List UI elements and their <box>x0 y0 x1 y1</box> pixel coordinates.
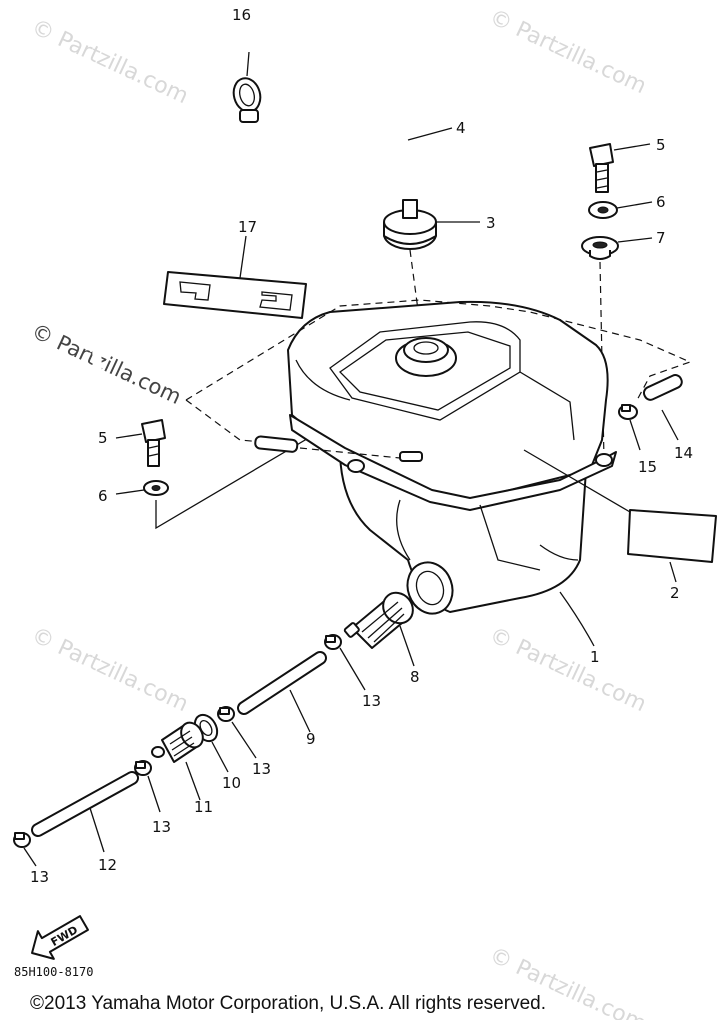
callout-7: 7 <box>656 229 666 247</box>
assembly-outline <box>185 399 263 443</box>
assembly-outline <box>299 447 401 459</box>
callout-3: 3 <box>486 214 496 232</box>
callout-13-mid: 13 <box>252 760 271 778</box>
clamp-13-lower <box>134 760 161 813</box>
callout-labels: 16 4 5 6 3 17 7 5 14 15 6 2 1 8 13 9 13 … <box>30 6 693 886</box>
callout-8: 8 <box>410 668 420 686</box>
callout-13-bottom: 13 <box>30 868 49 886</box>
callout-12: 12 <box>98 856 117 874</box>
pad-2 <box>523 449 717 583</box>
fuel-cock-11 <box>151 721 204 801</box>
watermark: © Partzilla.com <box>28 319 185 409</box>
short-hose <box>254 435 299 453</box>
assembly-outline <box>185 299 692 403</box>
copyright-notice: ©2013 Yamaha Motor Corporation, U.S.A. A… <box>30 993 546 1014</box>
callout-11: 11 <box>194 798 213 816</box>
hose-14 <box>642 374 683 441</box>
callout-4: 4 <box>456 119 466 137</box>
watermark: © Partzilla.com <box>27 15 191 109</box>
callout-17: 17 <box>238 218 257 236</box>
callout-13-lower: 13 <box>152 818 171 836</box>
fuel-hose-9 <box>237 651 327 733</box>
watermark: © Partzilla.com <box>27 623 191 717</box>
filter-8 <box>343 591 415 667</box>
clamp-13-upper <box>324 634 366 691</box>
callout-13-upper: 13 <box>362 692 381 710</box>
bolt-5-left <box>115 419 166 467</box>
hose-clamp-16 <box>232 51 262 123</box>
callout-9: 9 <box>306 730 316 748</box>
clamp-13-bottom <box>13 832 37 867</box>
diagram-code: 85H100-8170 <box>14 965 93 979</box>
label-17 <box>163 235 307 319</box>
washer-6-right <box>588 201 653 219</box>
tank-cap-3 <box>383 199 480 341</box>
callout-10: 10 <box>222 774 241 792</box>
fuel-tank-1 <box>287 300 617 647</box>
callout-2: 2 <box>670 584 680 602</box>
clamp-13-mid <box>217 706 257 759</box>
callout-5-left: 5 <box>98 429 108 447</box>
callout-5-right: 5 <box>656 136 666 154</box>
watermark: © Partzilla.com <box>485 5 649 99</box>
callout-6-left: 6 <box>98 487 108 505</box>
callout-14: 14 <box>674 444 693 462</box>
clamp-15 <box>618 404 641 451</box>
breather-hose-4 <box>90 79 453 397</box>
watermark: © Partzilla.com <box>485 623 649 717</box>
callout-16: 16 <box>232 6 251 24</box>
fuel-hose-12 <box>31 771 139 853</box>
callout-15: 15 <box>638 458 657 476</box>
callout-1: 1 <box>590 648 600 666</box>
callout-6-right: 6 <box>656 193 666 211</box>
bolt-5-right <box>589 143 651 193</box>
fwd-arrow: FWD <box>31 915 89 960</box>
